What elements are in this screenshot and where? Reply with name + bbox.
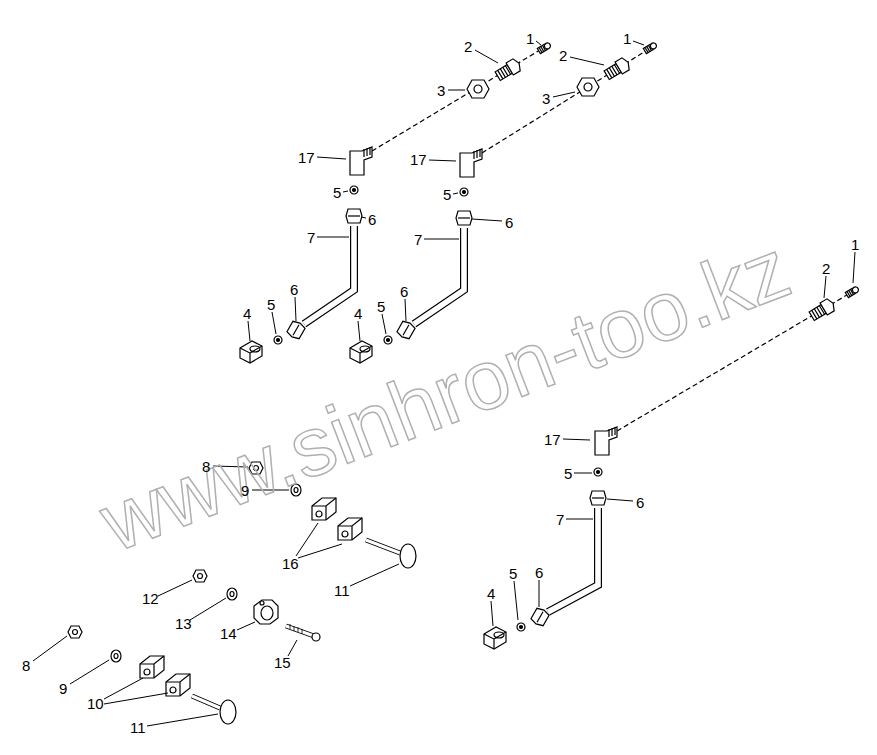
callout-number: 7 bbox=[307, 230, 315, 245]
callout-number: 5 bbox=[509, 566, 517, 581]
callout-number: 5 bbox=[443, 187, 451, 202]
callout-number: 5 bbox=[267, 297, 275, 312]
callout-number: 1 bbox=[526, 31, 534, 46]
callout-number: 5 bbox=[333, 185, 341, 200]
callout-number: 1 bbox=[623, 31, 631, 46]
callout-number: 4 bbox=[487, 586, 495, 601]
callout-number: 16 bbox=[282, 556, 299, 571]
callout-number: 11 bbox=[334, 583, 350, 598]
callout-number: 6 bbox=[400, 284, 408, 299]
callout-number: 4 bbox=[354, 306, 362, 321]
callout-number: 11 bbox=[130, 720, 146, 735]
callout-number: 17 bbox=[544, 432, 561, 447]
callout-number: 8 bbox=[22, 658, 30, 673]
callout-number: 6 bbox=[290, 282, 298, 297]
callout-number: 9 bbox=[59, 681, 67, 696]
callout-number: 6 bbox=[505, 215, 513, 230]
callout-number: 12 bbox=[142, 591, 159, 606]
callout-number: 14 bbox=[220, 626, 237, 641]
callout-number: 4 bbox=[243, 306, 251, 321]
callout-number: 9 bbox=[241, 483, 249, 498]
callout-number: 7 bbox=[414, 232, 422, 247]
callout-number: 6 bbox=[636, 495, 644, 510]
callout-number: 5 bbox=[377, 299, 385, 314]
callout-number: 13 bbox=[175, 616, 192, 631]
callout-number: 5 bbox=[564, 466, 572, 481]
callout-number: 2 bbox=[464, 39, 472, 54]
callout-number: 8 bbox=[202, 459, 210, 474]
callout-number: 1 bbox=[851, 237, 859, 252]
callout-number: 7 bbox=[556, 512, 564, 527]
callout-number: 6 bbox=[535, 565, 543, 580]
callout-number: 2 bbox=[559, 48, 567, 63]
callout-number: 15 bbox=[274, 655, 291, 670]
callout-number: 3 bbox=[437, 83, 445, 98]
callout-number: 2 bbox=[822, 261, 830, 276]
callout-number: 17 bbox=[298, 150, 315, 165]
callout-number: 10 bbox=[87, 696, 104, 711]
callout-number: 17 bbox=[410, 152, 427, 167]
watermark: www.sinhron-too.kz bbox=[90, 225, 800, 564]
callout-number: 6 bbox=[368, 212, 376, 227]
callout-number: 3 bbox=[542, 91, 550, 106]
